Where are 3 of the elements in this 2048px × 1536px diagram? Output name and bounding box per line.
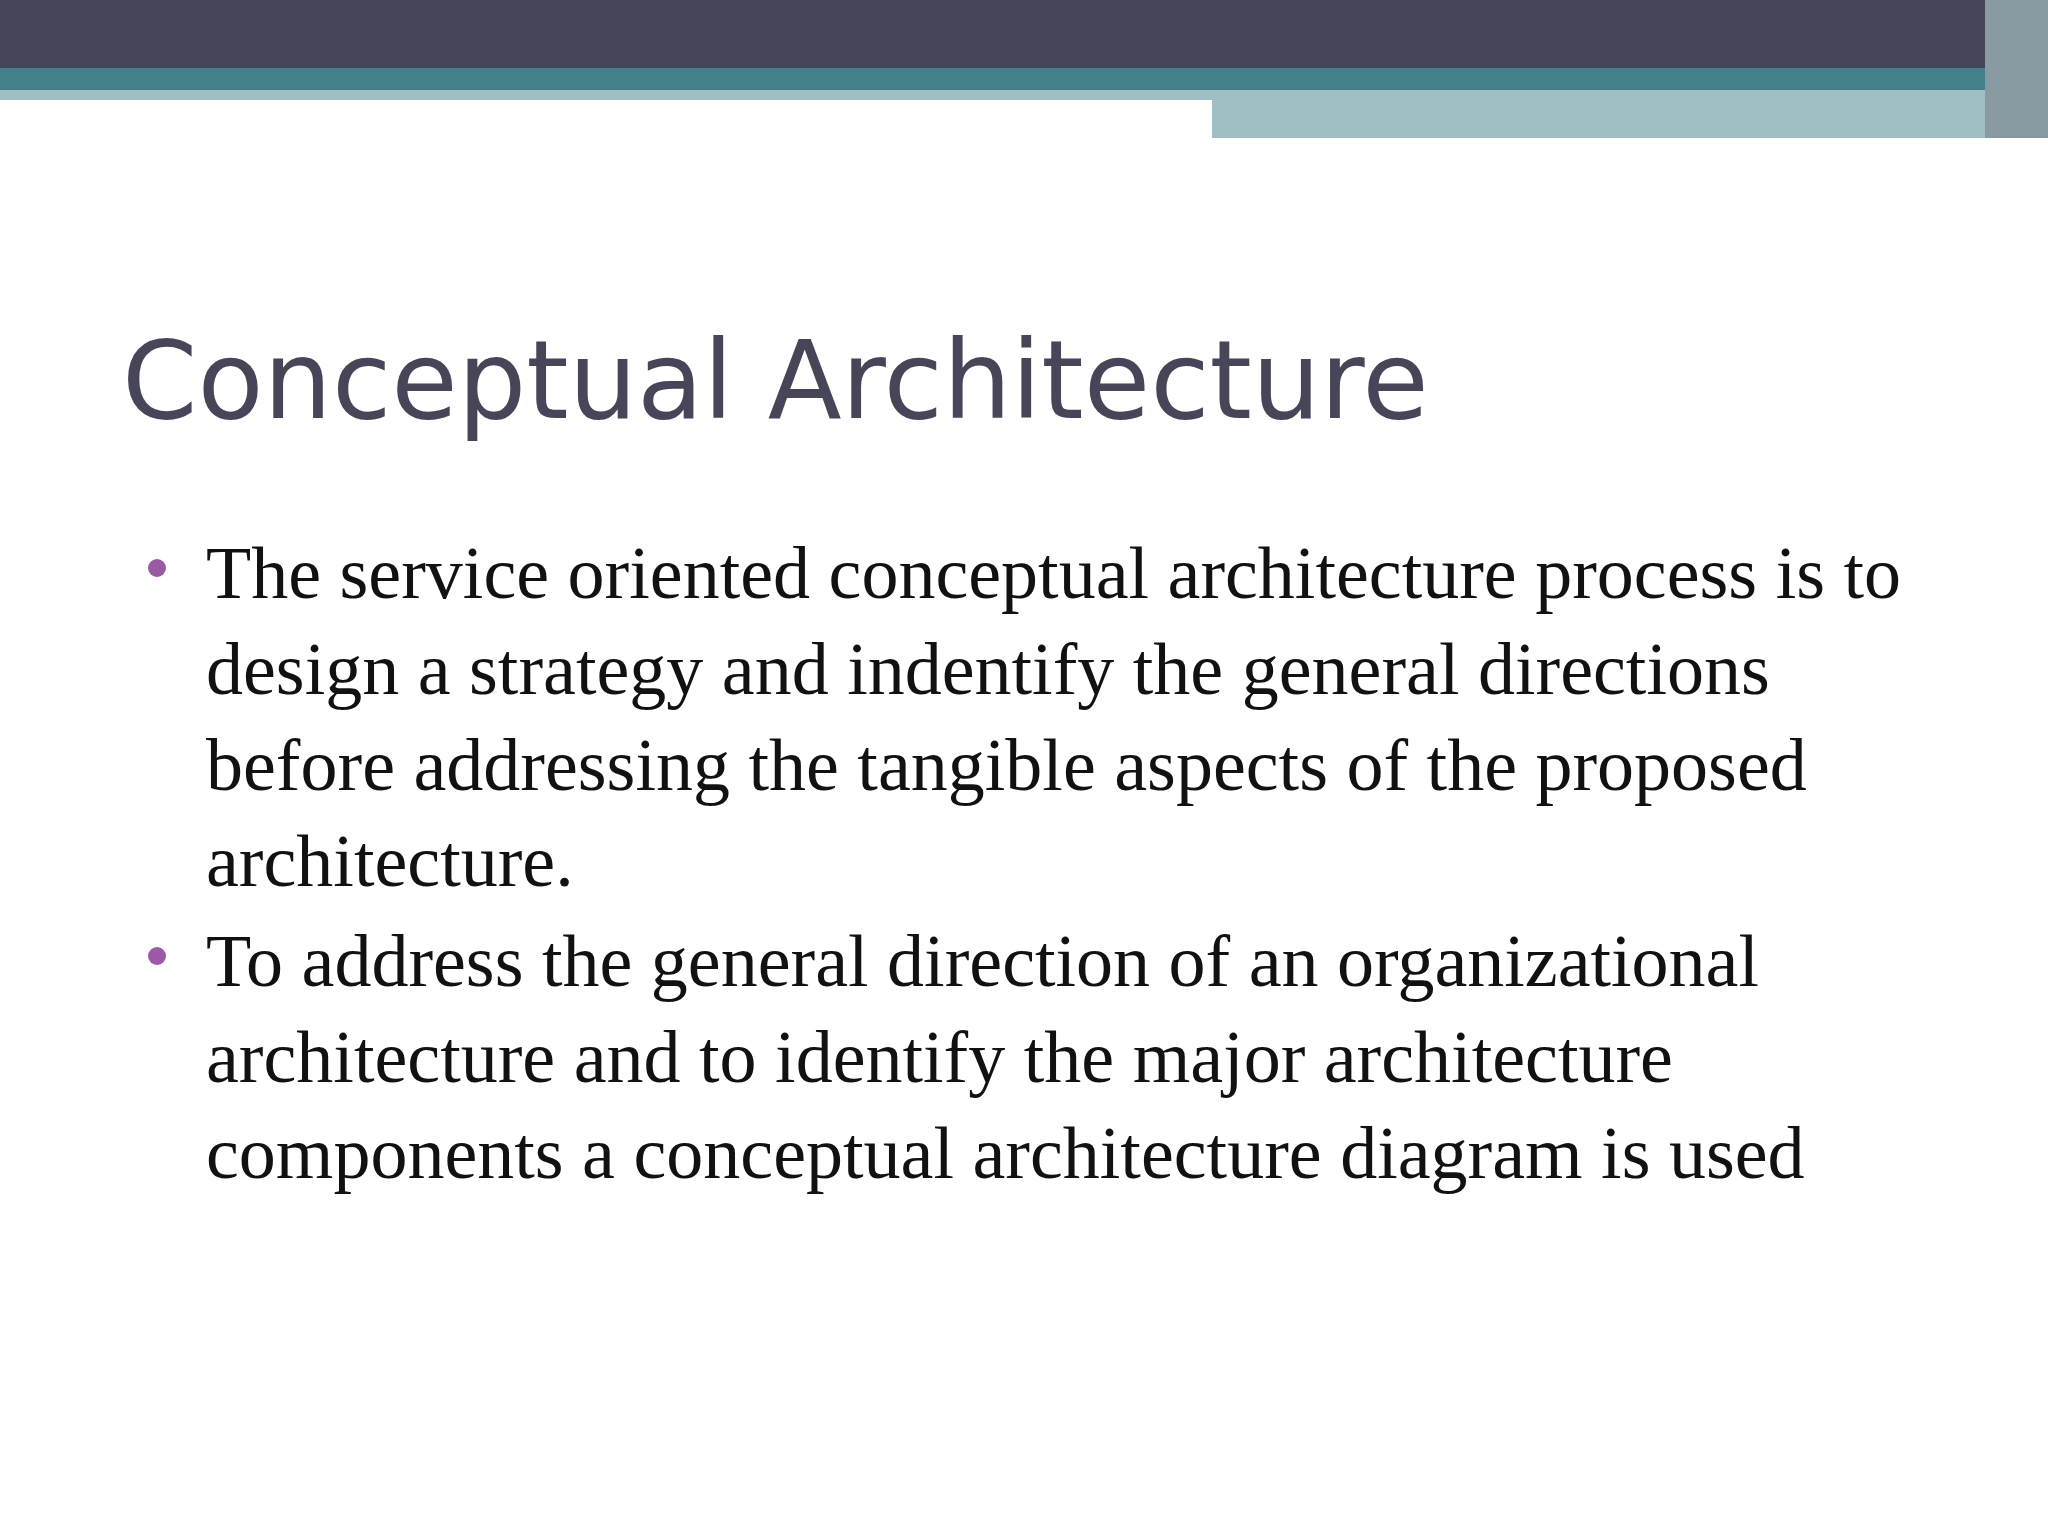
bullet-text: The service oriented conceptual architecture process is to design a strategy and indentify the general directions before addressing the tangible aspects of the proposed architecture. <box>206 531 1903 904</box>
bullet-text: To address the general direction of an organizational architecture and to identify the major architecture components a conceptual architecture diagram is used <box>206 919 1806 1196</box>
slide-title: Conceptual Architecture <box>122 318 1429 443</box>
